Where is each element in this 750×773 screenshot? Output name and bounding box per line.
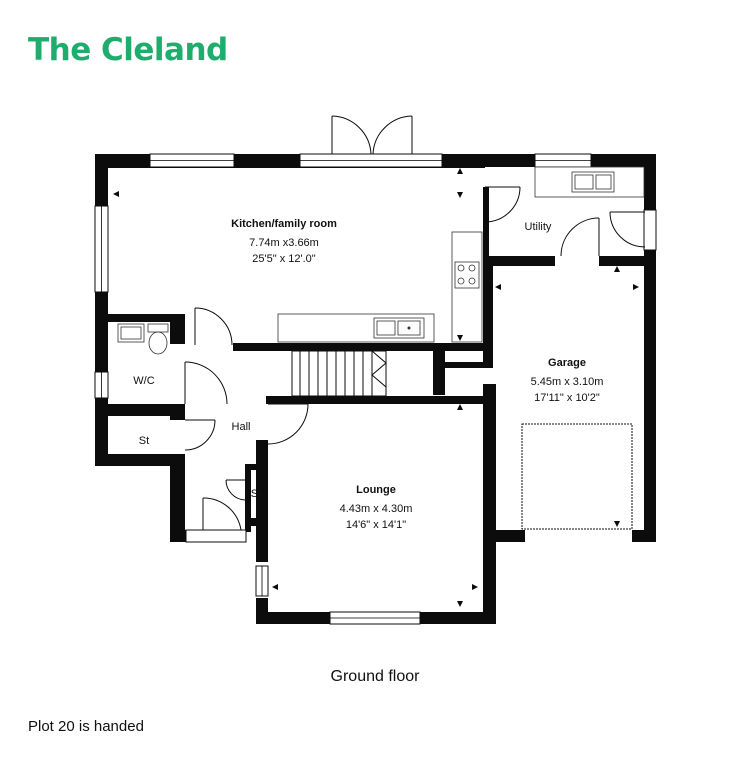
walls [95, 154, 656, 624]
staircase [291, 350, 387, 397]
lounge-metric: 4.43m x 4.30m [340, 503, 413, 515]
handed-note: Plot 20 is handed [28, 718, 144, 735]
kitchen-imperial: 25'5" x 12'.0" [252, 253, 315, 265]
lounge-imperial: 14'6" x 14'1" [346, 519, 406, 531]
garage-metric: 5.45m x 3.10m [531, 376, 604, 388]
lounge-name: Lounge [356, 484, 396, 496]
fixtures [117, 166, 645, 355]
arrows [113, 168, 639, 607]
store-1-name: St [139, 435, 149, 447]
windows [94, 153, 657, 625]
plan-title: The Cleland [28, 32, 228, 68]
garage-imperial: 17'11" x 10'2" [534, 392, 600, 404]
hall-name: Hall [232, 421, 251, 433]
kitchen-name: Kitchen/family room [231, 218, 337, 230]
floor-label: Ground floor [330, 668, 420, 685]
store-2-name: St [251, 488, 261, 500]
garage-name: Garage [548, 357, 586, 369]
room-labels: Kitchen/family room 7.74m x3.66m 25'5" x… [133, 218, 603, 531]
utility-name: Utility [525, 221, 552, 233]
doors [184, 115, 646, 531]
kitchen-metric: 7.74m x3.66m [249, 237, 319, 249]
wc-name: W/C [133, 375, 154, 387]
